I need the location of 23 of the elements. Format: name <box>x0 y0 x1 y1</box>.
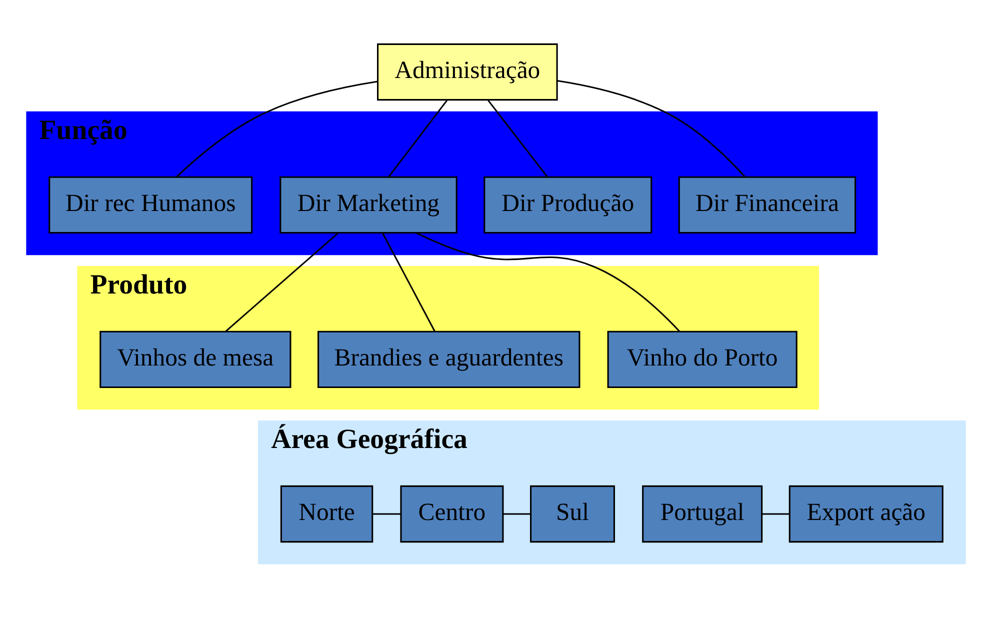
node-box: Dir rec Humanos <box>48 176 253 234</box>
connector <box>762 513 790 515</box>
node-box: Brandies e aguardentes <box>318 330 580 388</box>
connector <box>388 100 448 178</box>
node-box: Centro <box>400 485 504 543</box>
connector <box>488 100 548 178</box>
connector <box>225 232 339 332</box>
connector <box>503 513 530 515</box>
connector <box>372 513 401 515</box>
node-box: Export ação <box>788 485 944 543</box>
node-box: Dir Produção <box>484 176 652 234</box>
node-box: Sul <box>530 485 615 543</box>
node-box: Norte <box>280 485 374 543</box>
node-box: Portugal <box>642 485 763 543</box>
connector <box>416 232 680 332</box>
node-box: Administração <box>377 43 558 101</box>
node-box: Dir Marketing <box>280 176 458 234</box>
connector <box>382 232 436 332</box>
node-box: Dir Financeira <box>678 176 856 234</box>
connector <box>176 80 378 178</box>
node-box: Vinhos de mesa <box>100 330 292 388</box>
connector <box>557 80 746 178</box>
node-box: Vinho do Porto <box>607 330 798 388</box>
